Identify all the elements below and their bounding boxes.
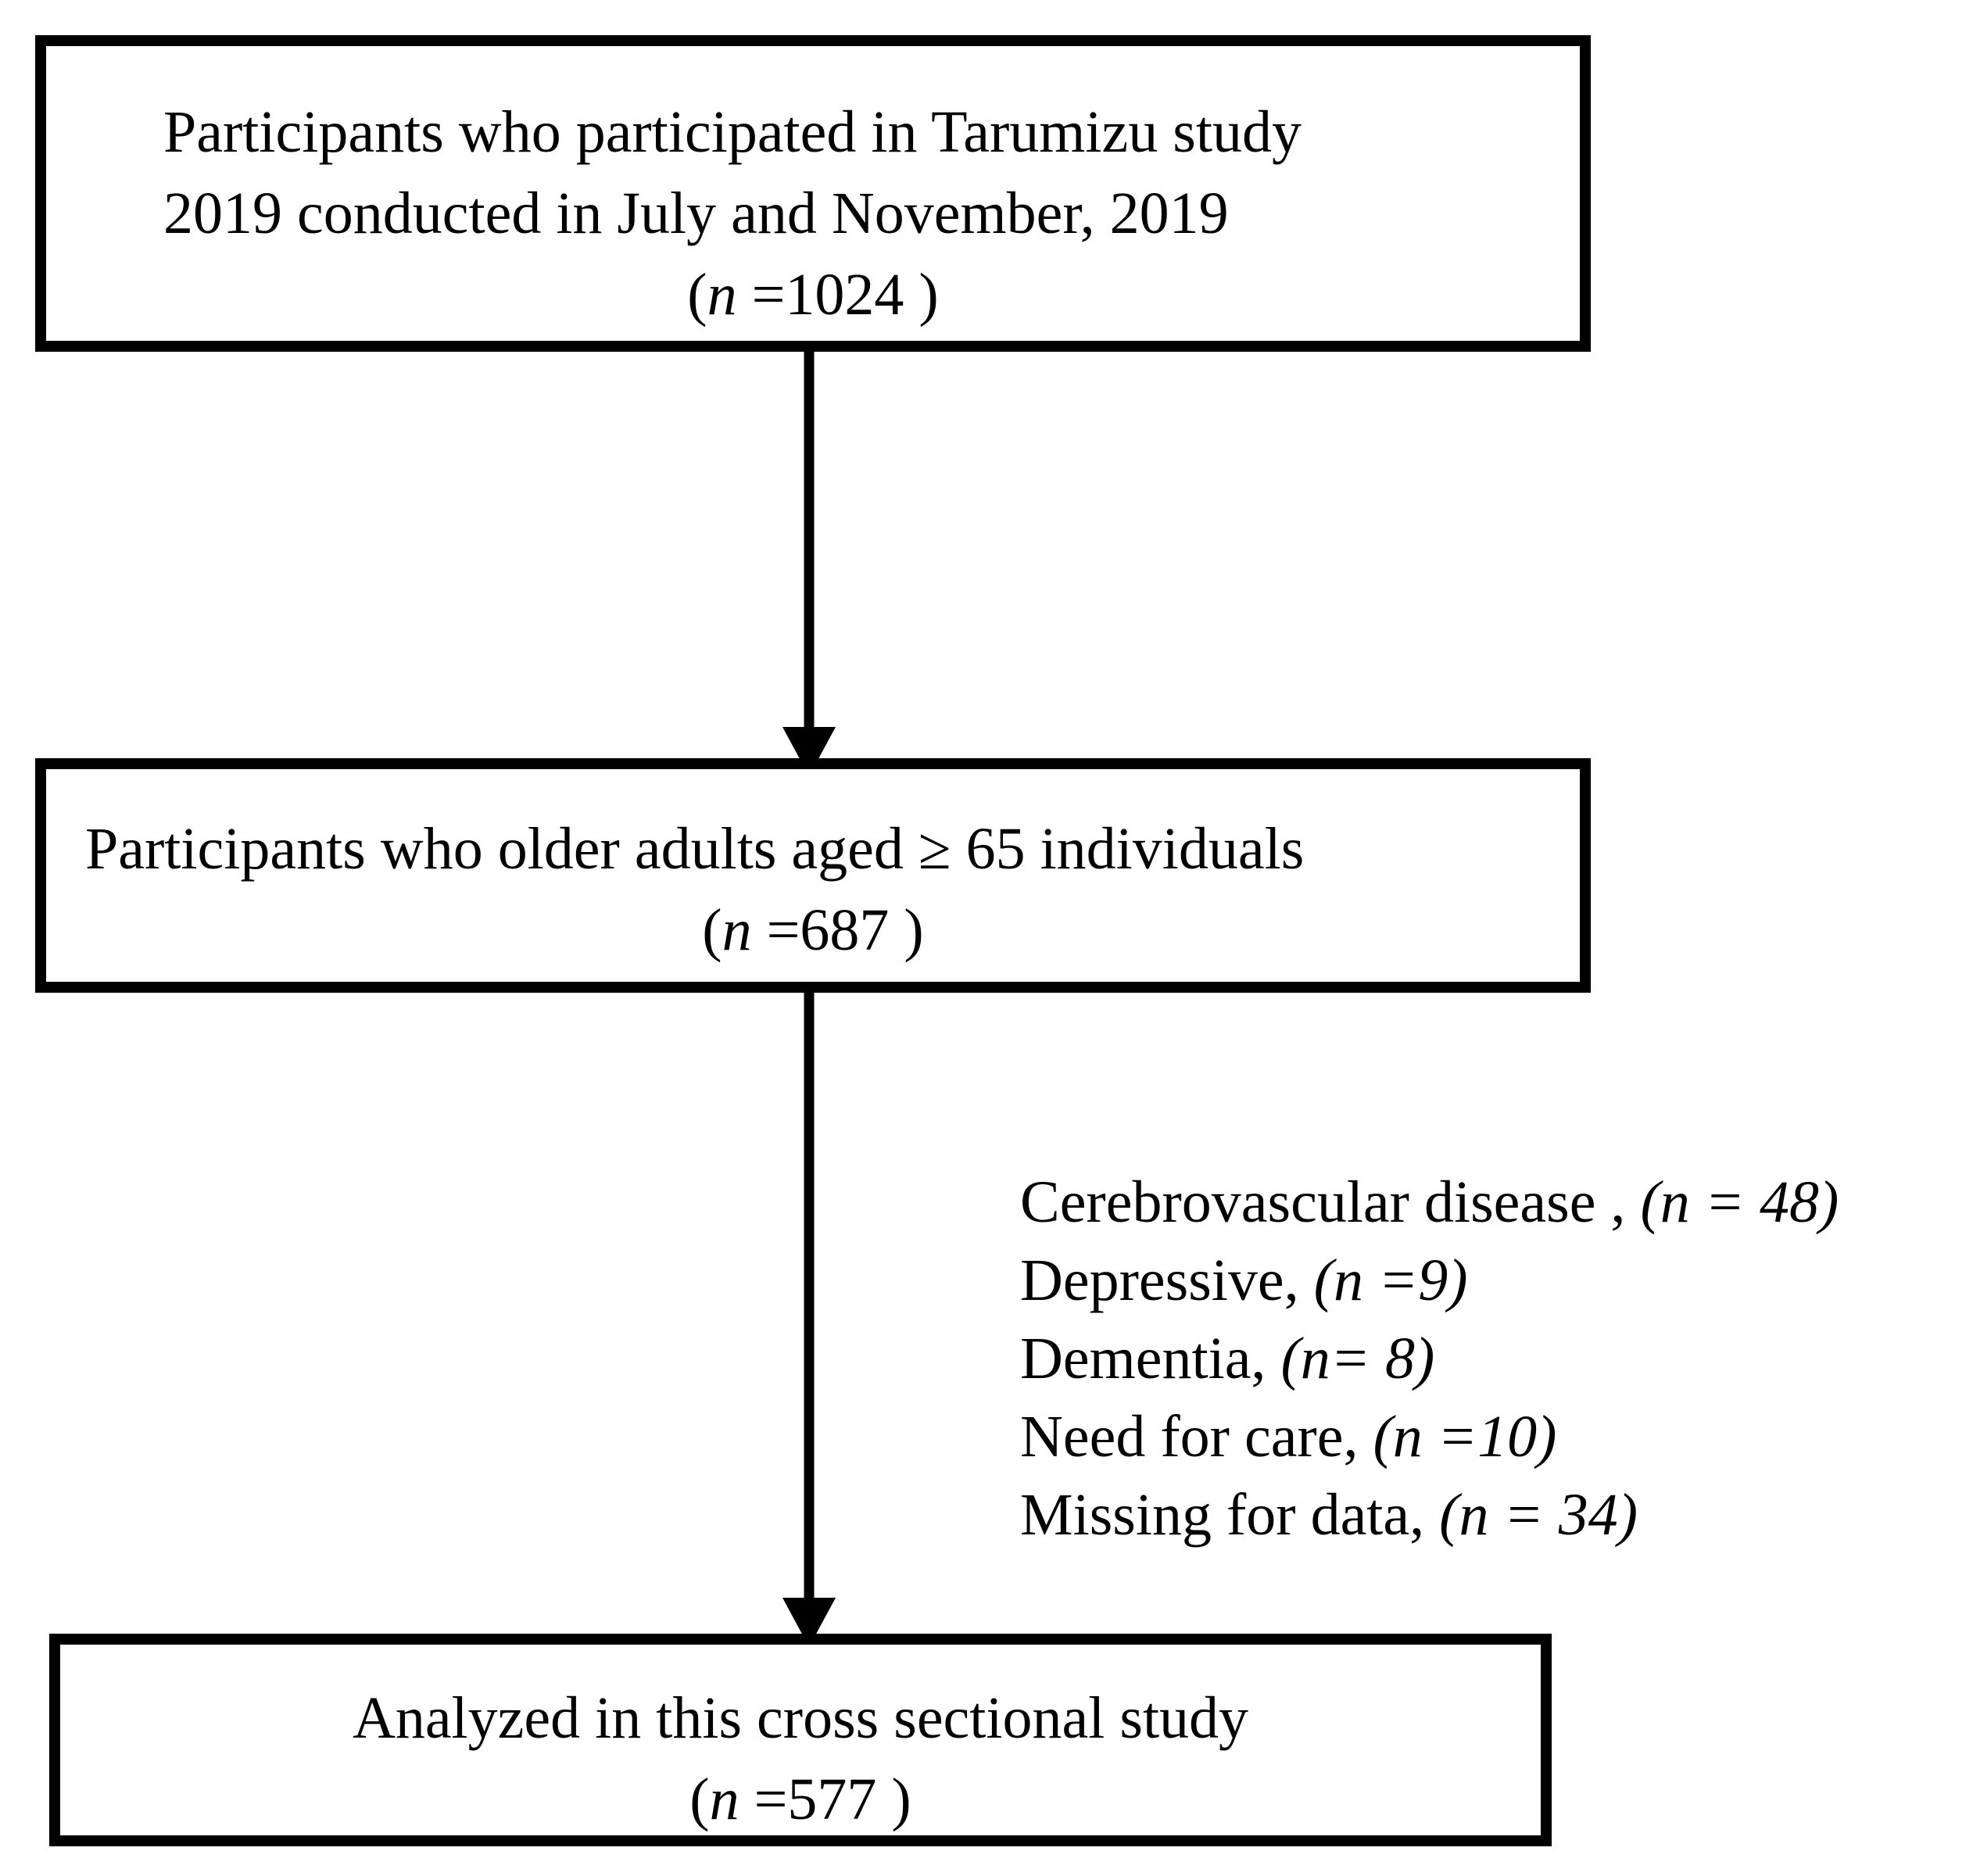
enrollment-line-2: 2019 conducted in July and November, 201… xyxy=(163,181,1229,246)
arrow-enrollment-to-age-eligible xyxy=(782,350,836,776)
n-symbol: n xyxy=(709,1767,739,1832)
exclusion-label: Dementia, xyxy=(1020,1326,1281,1391)
exclusion-item-need-for-care: Need for care, (n =10) xyxy=(1020,1398,1973,1476)
flow-box-enrollment: Participants who participated in Tarumiz… xyxy=(35,35,1591,352)
analyzed-line-1: Analyzed in this cross sectional study xyxy=(352,1685,1249,1751)
exclusion-item-cerebrovascular-disease: Cerebrovascular disease , (n = 48) xyxy=(1020,1163,1973,1241)
exclusion-label: Need for care, xyxy=(1020,1404,1373,1470)
n-value: =577 ) xyxy=(739,1767,911,1832)
age-eligible-line-1: Participants who older adults aged ≥ 65 … xyxy=(85,816,1305,882)
exclusion-count: (n =10) xyxy=(1373,1404,1557,1470)
age-eligible-sample-size: (n =687 ) xyxy=(46,890,1580,971)
enrollment-line-1: Participants who participated in Tarumiz… xyxy=(163,99,1302,165)
flow-box-analyzed: Analyzed in this cross sectional study (… xyxy=(49,1634,1552,1846)
n-value: =1024 ) xyxy=(736,262,939,328)
exclusion-label: Cerebrovascular disease , xyxy=(1020,1169,1641,1235)
n-symbol: n xyxy=(722,897,752,963)
exclusion-count: (n = 34) xyxy=(1439,1482,1638,1548)
exclusion-count: (n= 8) xyxy=(1280,1326,1435,1391)
n-symbol: n xyxy=(707,262,737,328)
exclusion-list: Cerebrovascular disease , (n = 48) Depre… xyxy=(1020,1163,1973,1554)
exclusion-label: Missing for data, xyxy=(1020,1482,1440,1548)
paren-open: ( xyxy=(702,897,722,963)
exclusion-item-depressive: Depressive, (n =9) xyxy=(1020,1241,1973,1319)
paren-open: ( xyxy=(689,1767,710,1832)
exclusion-label: Depressive, xyxy=(1020,1248,1314,1313)
exclusion-count: (n =9) xyxy=(1313,1248,1468,1313)
paren-open: ( xyxy=(687,262,707,328)
arrow-age-eligible-to-analyzed xyxy=(782,986,836,1647)
exclusion-item-dementia: Dementia, (n= 8) xyxy=(1020,1319,1973,1398)
n-value: =687 ) xyxy=(751,897,924,963)
enrollment-sample-size: (n =1024 ) xyxy=(46,254,1580,335)
analyzed-sample-size: (n =577 ) xyxy=(60,1759,1541,1840)
exclusion-count: (n = 48) xyxy=(1640,1169,1839,1235)
flow-box-age-eligible: Participants who older adults aged ≥ 65 … xyxy=(35,758,1591,993)
exclusion-item-missing-data: Missing for data, (n = 34) xyxy=(1020,1476,1973,1554)
